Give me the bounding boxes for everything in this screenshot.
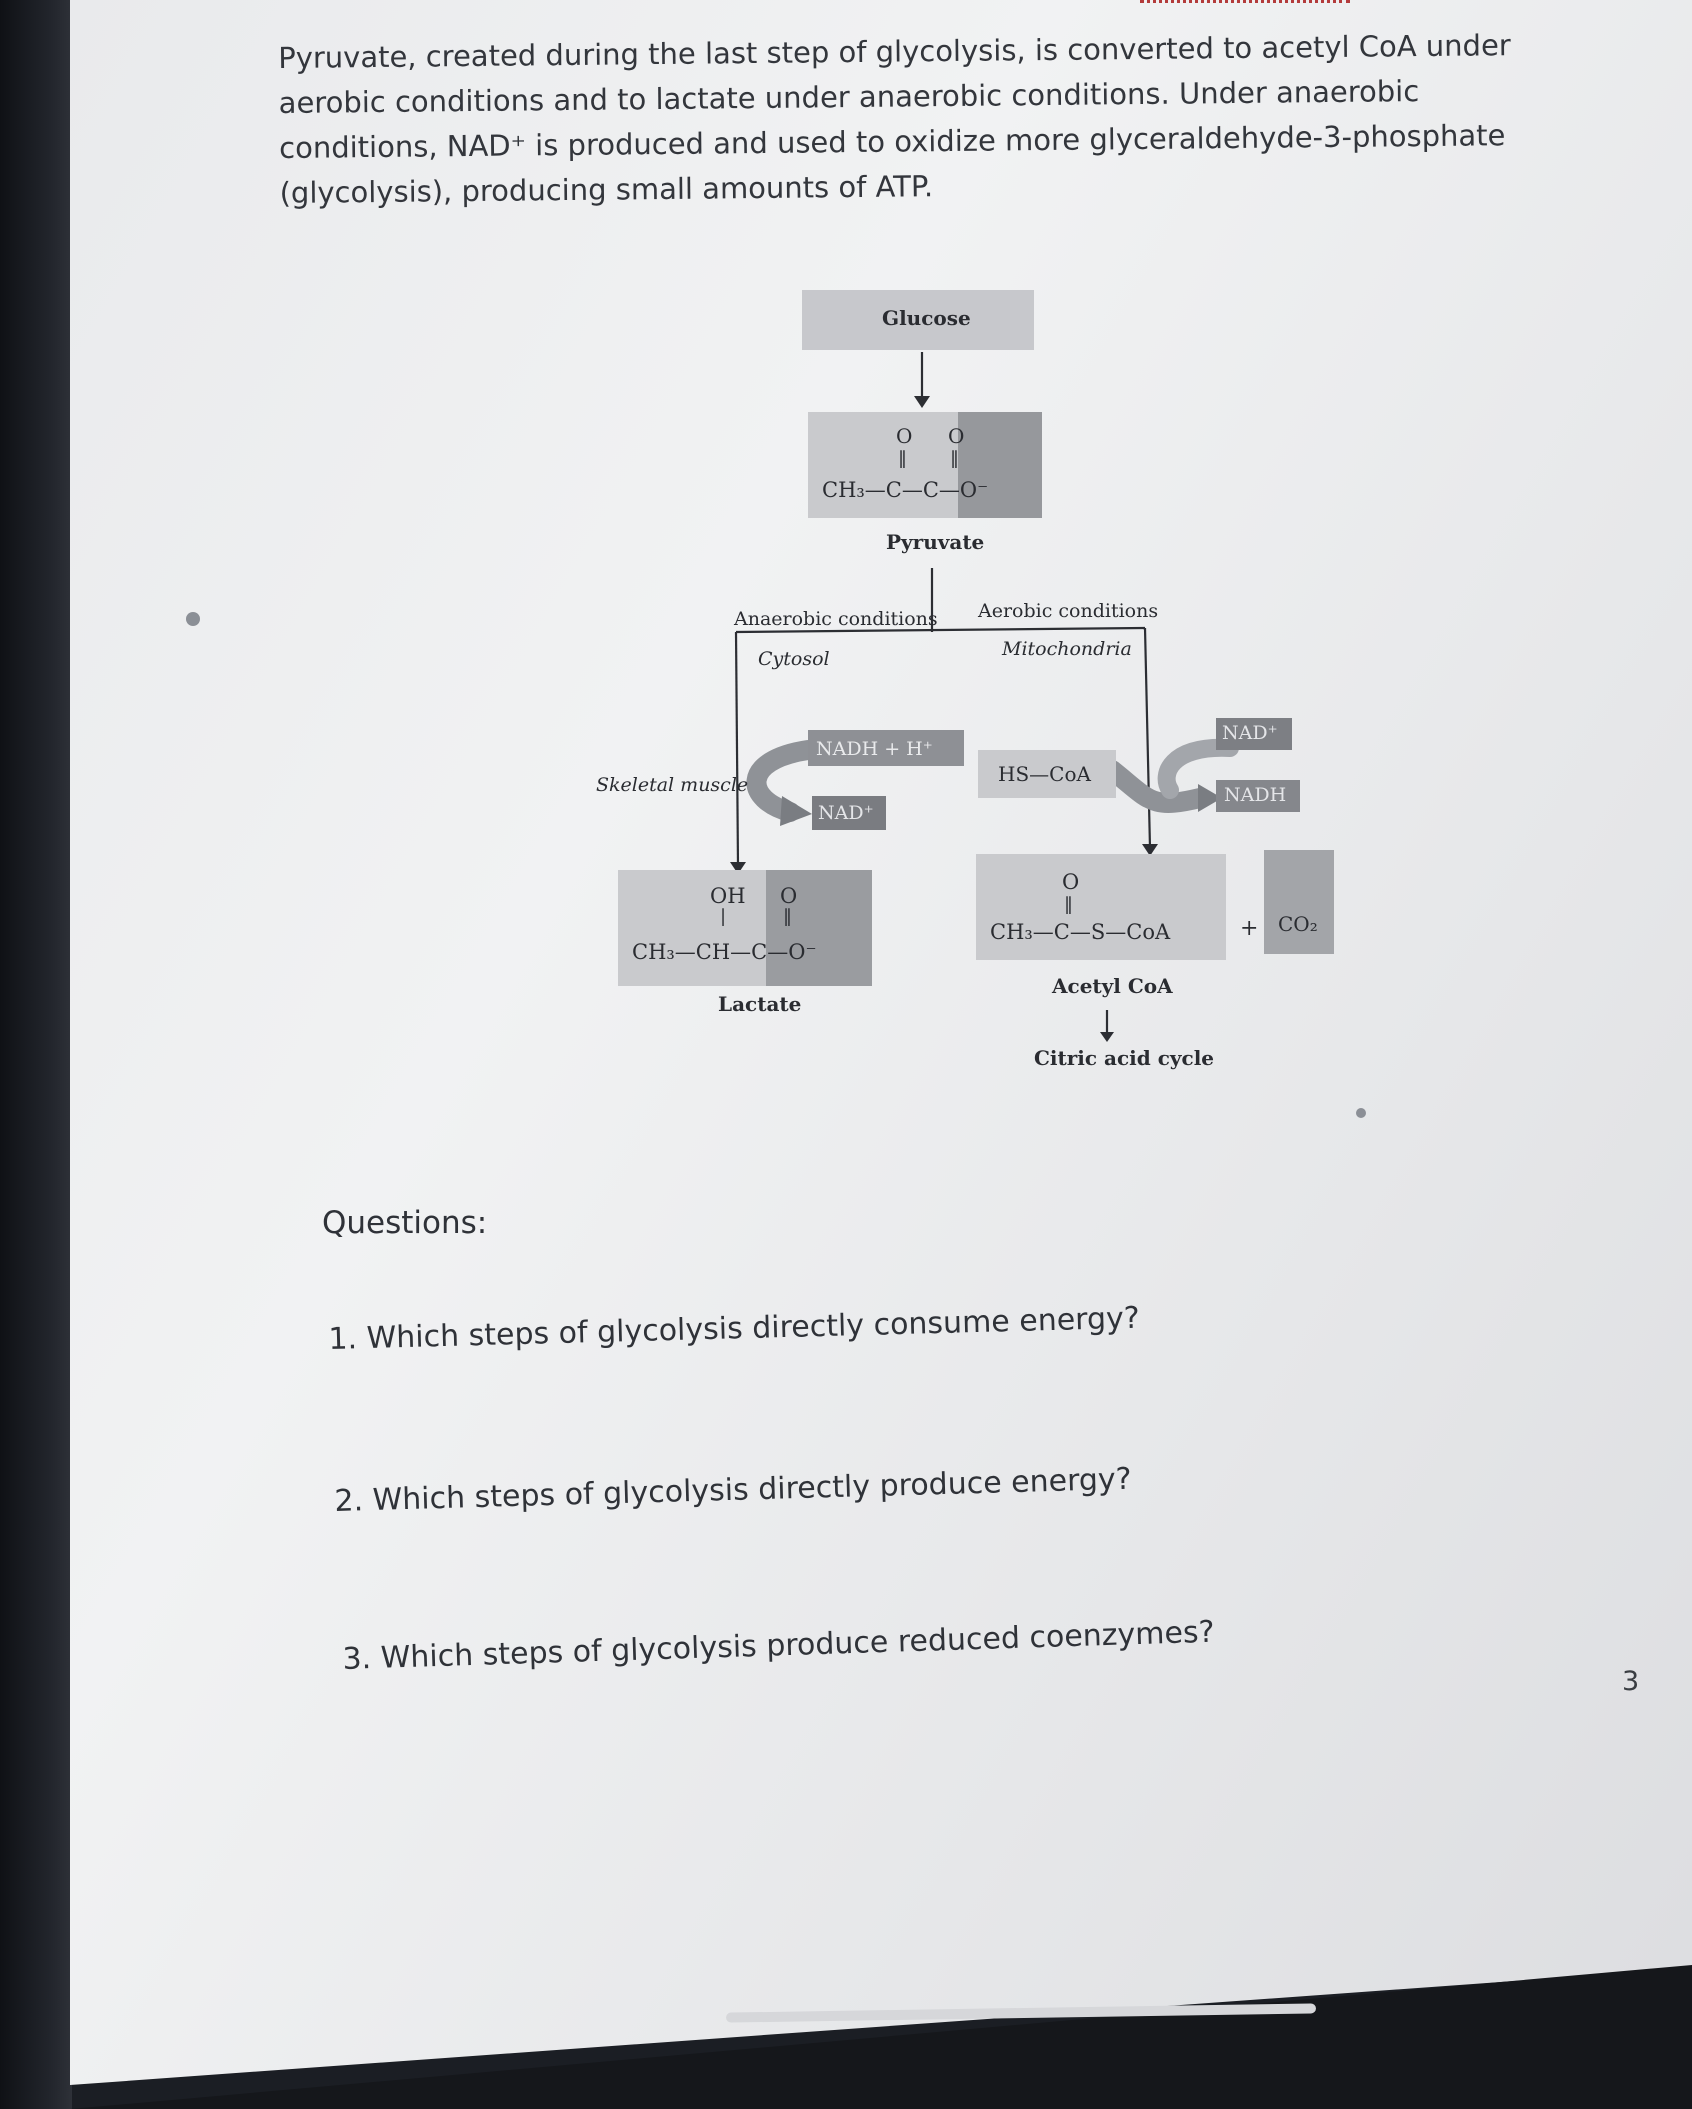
citric-acid-cycle-label: Citric acid cycle (1034, 1046, 1215, 1070)
nadh-right-box (1216, 780, 1300, 812)
cytosol-label: Cytosol (758, 648, 830, 670)
stray-mark-right (1356, 1108, 1366, 1118)
pyruvate-label: Pyruvate (886, 530, 985, 554)
acetyl-coa-formula: CH₃—C—S—CoA (990, 920, 1171, 944)
plus-sign: + (1240, 916, 1259, 941)
co2-label: CO₂ (1278, 912, 1318, 936)
lactate-label: Lactate (718, 992, 802, 1016)
pyruvate-oxygen-1: O (896, 424, 913, 448)
nadh-h-label: NADH + H⁺ (816, 738, 933, 760)
lactate-structure-box-light (618, 870, 766, 986)
lactate-single-bond: | (720, 906, 727, 927)
hs-coa-label: HS—CoA (998, 762, 1091, 786)
nadh-right-label: NADH (1224, 784, 1287, 806)
acetyl-coa-label: Acetyl CoA (1052, 974, 1173, 998)
lactate-double-bond: ‖ (783, 906, 792, 927)
mitochondria-label: Mitochondria (1002, 638, 1132, 660)
pyruvate-double-bond-1: ‖ (898, 448, 907, 469)
nad-left-label: NAD⁺ (818, 802, 874, 824)
lactate-structure-box-dark (766, 870, 872, 986)
lactate-formula: CH₃—CH—C—O⁻ (632, 940, 817, 964)
page-top-edge-marks (1140, 0, 1350, 6)
acetyl-coa-oxygen: O (1062, 870, 1080, 894)
diagram-connectors (730, 352, 1239, 1042)
aerobic-conditions-label: Aerobic conditions (978, 600, 1159, 622)
lactate-oxygen: O (780, 884, 798, 908)
acetyl-coa-double-bond: ‖ (1064, 894, 1073, 915)
co2-box (1264, 850, 1334, 954)
lactate-hydroxyl: OH (710, 884, 746, 908)
device-bezel (0, 0, 72, 2109)
page-number: 3 (1622, 1666, 1640, 1697)
questions-heading: Questions: (322, 1205, 488, 1241)
anaerobic-conditions-label: Anaerobic conditions (734, 608, 938, 630)
nad-left-box (812, 796, 886, 830)
acetyl-coa-structure-box (976, 854, 1226, 960)
nadh-h-box (808, 730, 964, 766)
pyruvate-structure-box-dark (958, 412, 1042, 518)
pyruvate-formula: CH₃—C—C—O⁻ (822, 478, 989, 502)
pyruvate-double-bond-2: ‖ (950, 448, 959, 469)
stray-mark-left (186, 612, 200, 626)
hs-coa-box (978, 750, 1116, 798)
nad-right-box (1216, 718, 1292, 750)
nad-right-label: NAD⁺ (1222, 722, 1278, 744)
skeletal-muscle-label: Skeletal muscle (596, 774, 749, 796)
glucose-box (802, 290, 1034, 350)
pyruvate-fate-diagram: Glucose O O ‖ ‖ CH₃—C—C—O⁻ Pyruvate Anae… (596, 290, 1334, 1070)
glucose-label: Glucose (882, 306, 971, 330)
pyruvate-structure-box-light (808, 412, 958, 518)
pyruvate-oxygen-2: O (948, 424, 965, 448)
